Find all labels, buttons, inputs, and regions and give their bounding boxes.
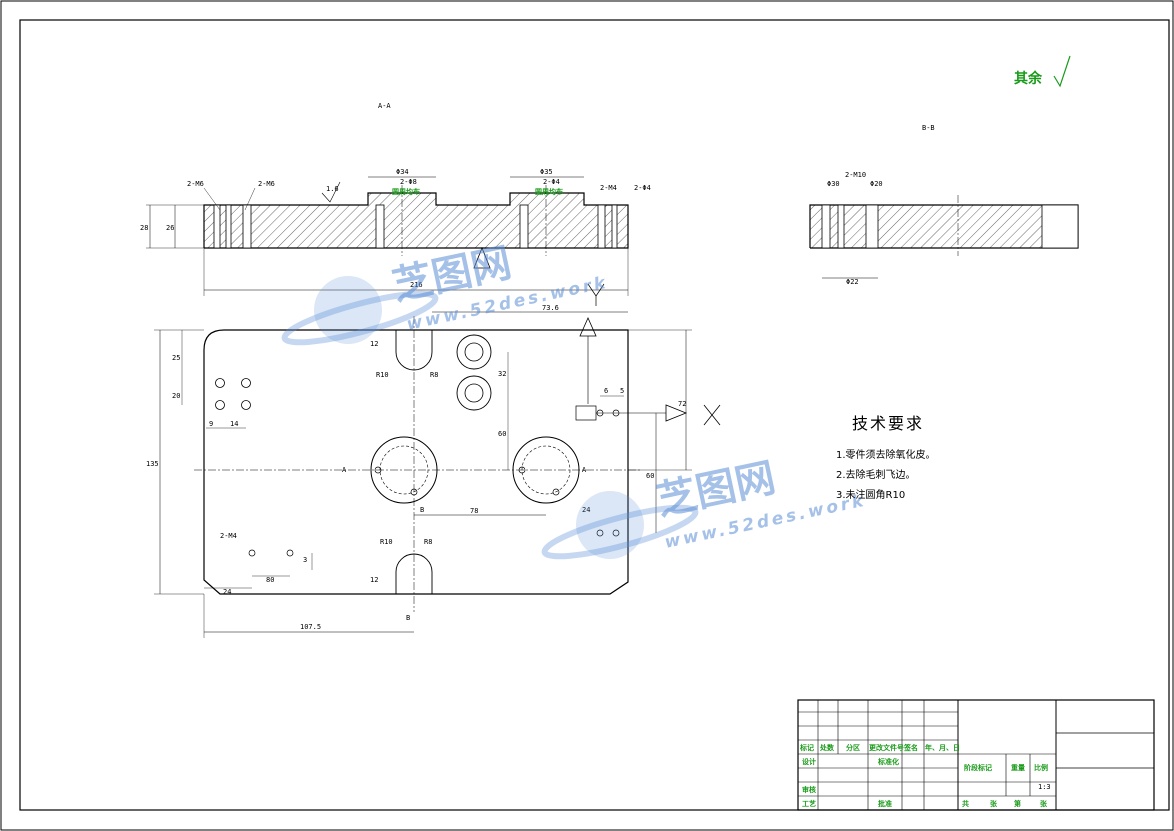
dim-plan-25: 25: [172, 354, 180, 362]
sec-marker-a-right: A: [582, 466, 587, 474]
label-aa-rough: 1.6: [326, 185, 339, 193]
dim-plan-9: 9: [209, 420, 213, 428]
dim-aa-phi34: Φ34: [396, 168, 409, 176]
plan-view: 135 25 20 9 14 12 R10 R8 73.6 32 6 5 72 …: [146, 246, 721, 638]
dim-plan-107-5: 107.5: [300, 623, 321, 631]
hole-aa-6: [597, 204, 606, 249]
dim-aa-h-inner: 26: [166, 224, 174, 232]
section-bb-label: B-B: [922, 124, 935, 132]
dim-bb-d2: Φ20: [870, 180, 883, 188]
dim-plan-5: 5: [620, 387, 624, 395]
svg-text:第: 第: [1014, 799, 1021, 808]
hole-aa-7: [611, 204, 618, 249]
dim-plan-r8b: R8: [424, 538, 432, 546]
sec-marker-b-mid: B: [420, 506, 424, 514]
dim-bb-d3: Φ22: [846, 278, 859, 286]
watermark-top: 芝图网 www.52des.work: [281, 240, 610, 346]
svg-text:共: 共: [962, 799, 969, 808]
svg-text:处数: 处数: [819, 743, 835, 752]
svg-text:重量: 重量: [1011, 763, 1025, 772]
tech-req-item-1: 1.零件须去除氧化皮。: [836, 450, 936, 461]
sec-marker-a-left: A: [342, 466, 347, 474]
label-bb-m10: 2-M10: [845, 171, 866, 179]
dim-plan-24: 24: [223, 588, 231, 596]
label-aa-2m4-right: 2-M4: [600, 184, 617, 192]
svg-text:张: 张: [1040, 799, 1048, 808]
hole-aa-5: [519, 204, 529, 249]
dim-plan-73-6: 73.6: [542, 304, 559, 312]
svg-text:张: 张: [990, 799, 998, 808]
label-aa-note2: 圆周均布: [535, 187, 563, 196]
dim-plan-d24: 24: [582, 506, 590, 514]
label-aa-2m4: 2-Φ4: [543, 178, 560, 186]
svg-text:标记: 标记: [799, 743, 814, 752]
dim-plan-r8: R8: [430, 371, 438, 379]
svg-text:审核: 审核: [802, 785, 816, 794]
section-aa-body: [203, 192, 629, 249]
dim-plan-60: 60: [646, 472, 654, 480]
hole-aa-3: [242, 204, 252, 249]
inner-frame: [19, 19, 1170, 811]
sec-marker-b-bottom: B: [406, 614, 410, 622]
section-aa-view: A-A 28 26 216 2-M6 2-M6 1.6 Φ34 2: [140, 102, 651, 296]
label-aa-2m4-far: 2-Φ4: [634, 184, 651, 192]
svg-text:批准: 批准: [878, 799, 892, 808]
tech-req-title: 技术要求: [852, 414, 925, 433]
watermark-bottom: 芝图网 www.52des.work: [541, 455, 868, 560]
section-bb-body: [809, 204, 1079, 249]
dim-plan-72: 72: [678, 400, 686, 408]
dim-plan-20: 20: [172, 392, 180, 400]
dim-plan-78: 78: [470, 507, 478, 515]
section-bb-view: B-B 2-M10 Φ30 Φ20 Φ22: [809, 124, 1079, 286]
dim-aa-h-outer: 28: [140, 224, 148, 232]
tech-req-item-3: 3.未注圆角R10: [836, 490, 906, 501]
surface-finish-icon: [1053, 55, 1071, 88]
svg-text:比例: 比例: [1034, 763, 1048, 772]
dim-plan-r10: R10: [376, 371, 389, 379]
svg-text:工艺: 工艺: [802, 799, 816, 808]
hole-aa-1: [213, 204, 221, 249]
hole-aa-4: [375, 204, 385, 249]
dim-aa-width: 216: [410, 281, 423, 289]
dim-plan-12b: 12: [370, 576, 378, 584]
section-aa-label: A-A: [378, 102, 391, 110]
dim-aa-phi35: Φ35: [540, 168, 553, 176]
dim-plan-80: 80: [266, 576, 274, 584]
label-aa-2m6: 2-M6: [187, 180, 204, 188]
svg-text:标准化: 标准化: [877, 757, 899, 766]
label-plan-2m4: 2-M4: [220, 532, 237, 540]
svg-text:签名: 签名: [903, 743, 918, 752]
dim-plan-14: 14: [230, 420, 238, 428]
label-aa-note1: 圆周均布: [392, 187, 420, 196]
label-aa-2m6b: 2-M6: [258, 180, 275, 188]
dim-plan-60b: 60: [498, 430, 506, 438]
svg-text:设计: 设计: [802, 757, 816, 766]
svg-text:年、月、日: 年、月、日: [925, 743, 960, 752]
dim-plan-32: 32: [498, 370, 506, 378]
title-block-text: 标记 处数 分区 更改文件号 签名 年、月、日 设计 标准化 审核 工艺 批准 …: [799, 743, 1051, 808]
label-aa-2m8: 2-Φ8: [400, 178, 417, 186]
plan-outline: [203, 329, 629, 595]
dim-plan-6: 6: [604, 387, 608, 395]
surface-finish-note: 其余: [1014, 71, 1042, 87]
dim-bb-d1: Φ30: [827, 180, 840, 188]
hole-aa-2: [225, 204, 232, 249]
svg-text:更改文件号: 更改文件号: [869, 743, 904, 752]
title-block: [797, 699, 1155, 811]
svg-text:1:3: 1:3: [1038, 783, 1051, 791]
tech-req-item-2: 2.去除毛刺飞边。: [836, 470, 916, 481]
svg-text:分区: 分区: [846, 743, 860, 752]
dim-plan-overall-h: 135: [146, 460, 159, 468]
svg-text:阶段标记: 阶段标记: [964, 763, 992, 772]
dim-plan-3: 3: [303, 556, 307, 564]
dim-plan-r10b: R10: [380, 538, 393, 546]
dim-plan-12a: 12: [370, 340, 378, 348]
